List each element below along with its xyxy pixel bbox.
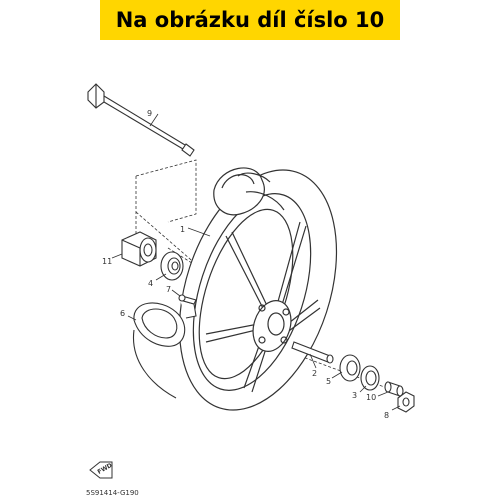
diagram-code: 5S91414-G190 [86,489,139,497]
pin-part-7 [178,294,197,305]
bearing-part-4 [160,251,184,281]
collar-part-2 [291,341,334,364]
spacer-part-10 [384,381,404,397]
gear-part-11 [121,231,157,267]
seal-part-3 [360,365,380,391]
title-banner: Na obrázku díl číslo 10 [100,0,400,40]
leader-line-7 [171,289,181,297]
leader-line-4 [155,273,167,281]
callout-10: 10 [366,393,376,402]
leader-line-9 [149,113,159,127]
callout-4: 4 [148,279,153,288]
brake-part-6 [132,299,197,399]
leader-line-10 [377,391,389,397]
callout-3: 3 [352,391,357,400]
callout-2: 2 [312,369,317,378]
callout-5: 5 [326,377,331,386]
axle-bolt-part-9 [87,83,195,157]
leader-line-3 [359,385,367,393]
leader-line-11 [111,253,123,259]
callout-9: 9 [147,109,152,118]
nut-part-8 [397,391,415,413]
leader-line-6 [127,315,137,321]
callout-6: 6 [120,309,125,318]
callout-1: 1 [180,225,185,234]
leader-line-5 [331,371,343,379]
wheel-part-1 [178,167,338,411]
banner-title: Na obrázku díl číslo 10 [115,8,385,32]
leader-line-8 [391,405,401,411]
callout-7: 7 [166,285,171,294]
callout-8: 8 [384,411,389,420]
bearing-part-5 [339,354,361,382]
leader-line-1 [187,227,211,237]
forward-direction-icon: FWD [89,461,114,479]
leader-line-2 [309,353,317,369]
callout-11: 11 [102,257,112,266]
